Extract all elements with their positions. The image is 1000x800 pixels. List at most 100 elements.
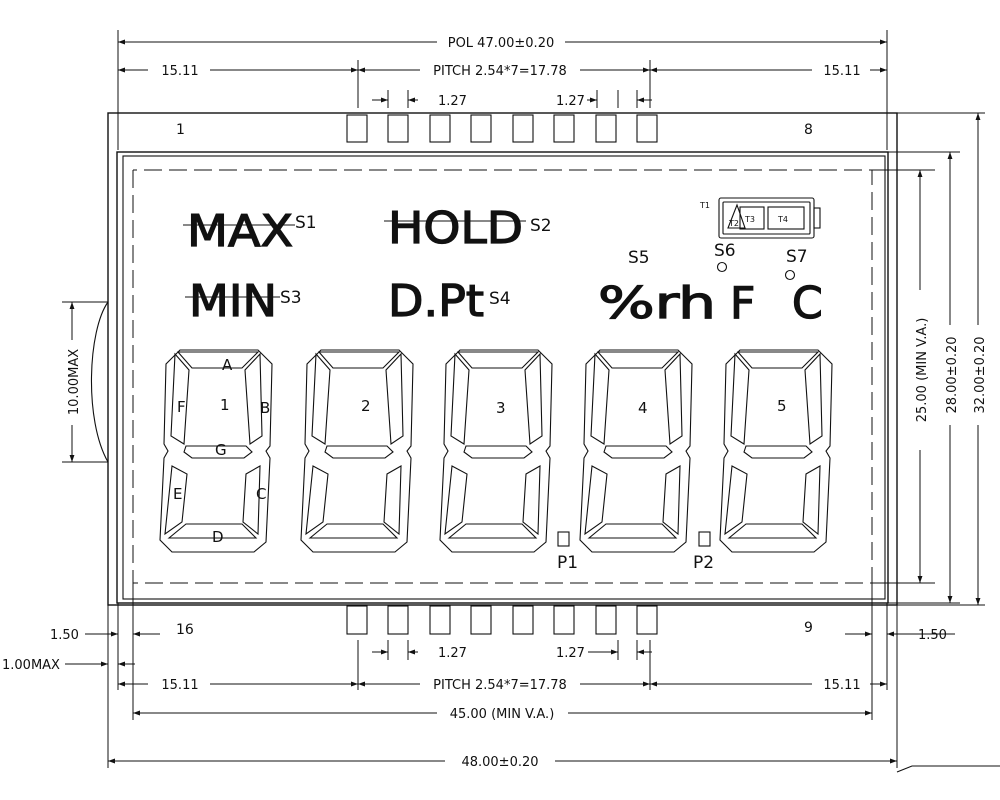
decimal-label-p1: P1 bbox=[557, 553, 578, 573]
left-dimensions: 10.00MAX bbox=[62, 301, 108, 463]
dim-viewing-width: 45.00 (MIN V.A.) bbox=[450, 707, 555, 722]
pin-label-1: 1 bbox=[176, 122, 185, 138]
pin-top bbox=[636, 114, 658, 143]
dim-edge-bottom-right: 15.11 bbox=[823, 678, 860, 693]
dim-pin-gap-bottom-2: 1.27 bbox=[556, 646, 585, 661]
dim-pitch-top: PITCH 2.54*7=17.78 bbox=[433, 64, 567, 79]
segment-g bbox=[183, 445, 253, 459]
dim-pin-gap-top-2: 1.27 bbox=[556, 94, 585, 109]
digit-number-3: 3 bbox=[496, 399, 506, 417]
digit-number-2: 2 bbox=[361, 397, 371, 415]
dim-viewing-height: 25.00 (MIN V.A.) bbox=[915, 318, 930, 423]
dim-thickness: 1.00MAX bbox=[2, 658, 60, 673]
segment-e bbox=[164, 465, 188, 536]
seven-segment-digits bbox=[159, 349, 833, 553]
dim-connector-height: 10.00MAX bbox=[67, 349, 82, 415]
icon-deg-f: F bbox=[730, 278, 755, 329]
decimal-point-p2-icon bbox=[698, 531, 711, 547]
digit-outline bbox=[439, 349, 553, 553]
annunciators: MAX S1 HOLD S2 MIN S3 D.Pt S4 S5 %rh S6 … bbox=[183, 197, 823, 330]
icon-dpt: D.Pt bbox=[388, 276, 484, 327]
dim-pin-gap-top-1: 1.27 bbox=[438, 94, 467, 109]
digit-outline bbox=[719, 349, 833, 553]
segment-d bbox=[447, 523, 538, 539]
battery-icon: T1 T2 T3 T4 bbox=[699, 197, 821, 239]
segment-label-g: G bbox=[215, 441, 227, 459]
pin-bottom bbox=[512, 605, 534, 635]
segment-c bbox=[802, 465, 821, 536]
segment-label-a: A bbox=[222, 356, 233, 374]
segment-c bbox=[242, 465, 261, 536]
segment-d bbox=[167, 523, 258, 539]
digit-number-5: 5 bbox=[777, 397, 787, 415]
segment-f bbox=[311, 352, 331, 445]
segment-a bbox=[596, 351, 680, 369]
lcd-outer-frame bbox=[107, 112, 898, 606]
pins-top bbox=[346, 114, 658, 143]
pin-top bbox=[595, 114, 617, 143]
digit-number-4: 4 bbox=[638, 399, 648, 417]
pins-bottom bbox=[346, 605, 658, 635]
segment-label-e: E bbox=[173, 485, 182, 503]
digit-2 bbox=[300, 349, 414, 553]
digit-outline bbox=[300, 349, 414, 553]
segment-f bbox=[450, 352, 470, 445]
pin-bottom bbox=[429, 605, 451, 635]
label-s4: S4 bbox=[489, 289, 511, 309]
bottom-dimensions: 1.27 1.27 15.11 PITCH 2.54*7=17.78 15.11… bbox=[2, 583, 1000, 773]
segment-a bbox=[456, 351, 540, 369]
segment-b bbox=[664, 352, 683, 445]
dim-edge-top-right: 15.11 bbox=[823, 64, 860, 79]
segment-f bbox=[590, 352, 610, 445]
segment-label-d: D bbox=[212, 528, 224, 546]
dim-edge-bottom-left: 15.11 bbox=[161, 678, 198, 693]
lcd-glass-inner bbox=[122, 155, 886, 600]
pin-bottom bbox=[387, 605, 409, 635]
flex-connector-edge bbox=[90, 301, 109, 463]
segment-f bbox=[730, 352, 750, 445]
pin-label-9: 9 bbox=[804, 620, 813, 636]
dim-glass-height: 28.00±0.20 bbox=[945, 336, 960, 413]
segment-c bbox=[522, 465, 541, 536]
segment-d bbox=[587, 523, 678, 539]
battery-label-t3: T3 bbox=[744, 215, 755, 224]
label-s3: S3 bbox=[280, 288, 302, 308]
decimal-point-p1-icon bbox=[557, 531, 570, 547]
segment-f bbox=[170, 352, 190, 445]
segment-g bbox=[603, 445, 673, 459]
segment-label-c: C bbox=[256, 485, 266, 503]
lcd-glass bbox=[116, 151, 889, 604]
segment-b bbox=[244, 352, 263, 445]
pin-bottom bbox=[470, 605, 492, 635]
dim-pin-gap-bottom-1: 1.27 bbox=[438, 646, 467, 661]
dim-bezel-left: 1.50 bbox=[50, 628, 79, 643]
digit-outline bbox=[159, 349, 273, 553]
icon-percent-rh: %rh bbox=[598, 278, 716, 329]
dim-bezel-right: 1.50 bbox=[918, 628, 947, 643]
battery-label-t2: T2 bbox=[728, 219, 739, 228]
segment-d bbox=[308, 523, 399, 539]
pin-label-8: 8 bbox=[804, 122, 813, 138]
label-s7: S7 bbox=[786, 247, 808, 267]
pin-label-16: 16 bbox=[176, 622, 194, 638]
segment-a bbox=[176, 351, 260, 369]
pin-top bbox=[553, 114, 575, 143]
pin-top bbox=[429, 114, 451, 143]
dim-pitch-bottom: PITCH 2.54*7=17.78 bbox=[433, 678, 567, 693]
decimal-label-p2: P2 bbox=[693, 553, 714, 573]
segment-labels: A B C D E F G bbox=[173, 356, 270, 546]
digit-5 bbox=[719, 349, 833, 553]
battery-label-t4: T4 bbox=[777, 215, 788, 224]
segment-b bbox=[385, 352, 404, 445]
icon-max: MAX bbox=[187, 206, 293, 257]
segment-e bbox=[305, 465, 329, 536]
right-dimensions: 25.00 (MIN V.A.) 28.00±0.20 32.00±0.20 bbox=[872, 112, 988, 606]
battery-label-t1: T1 bbox=[699, 201, 710, 210]
digit-outline bbox=[579, 349, 693, 553]
digit-numbers: 1 2 3 4 5 bbox=[220, 396, 787, 417]
icon-deg-c: C bbox=[792, 278, 823, 329]
pin-bottom bbox=[636, 605, 658, 635]
pin-top bbox=[470, 114, 492, 143]
dim-overall-height: 32.00±0.20 bbox=[973, 336, 988, 413]
